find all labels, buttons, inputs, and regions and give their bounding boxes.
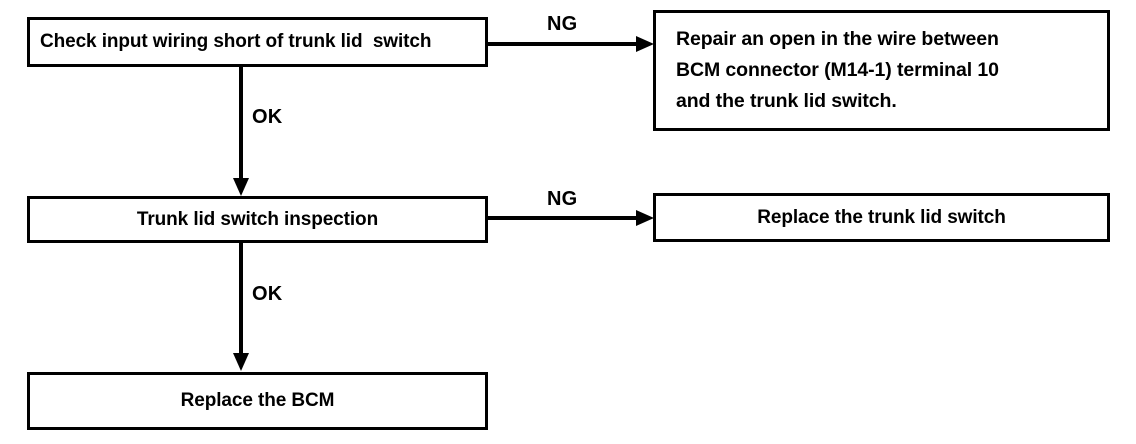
edge-ok-1-arrowhead — [233, 178, 249, 196]
edge-ng-2-arrowhead — [636, 210, 654, 226]
node-repair-open-wire-label: Repair an open in the wire between BCM c… — [676, 28, 999, 112]
edge-ok-2-arrowhead — [233, 353, 249, 371]
node-trunk-lid-switch-inspection-label: Trunk lid switch inspection — [136, 208, 379, 230]
node-replace-trunk-lid-switch-label: Replace the trunk lid switch — [757, 206, 1006, 228]
node-replace-trunk-lid-switch[interactable]: Replace the trunk lid switch — [653, 193, 1110, 242]
node-repair-open-wire[interactable]: Repair an open in the wire between BCM c… — [653, 10, 1110, 131]
node-check-input-wiring-label: Check input wiring short of trunk lid sw… — [40, 31, 432, 53]
node-replace-bcm-label: Replace the BCM — [180, 390, 335, 412]
edge-ng-1-line — [488, 42, 638, 46]
node-replace-bcm[interactable]: Replace the BCM — [27, 372, 488, 430]
edge-ok-2-line — [239, 243, 243, 355]
edge-ok-1-label: OK — [252, 106, 283, 128]
edge-ng-1-arrowhead — [636, 36, 654, 52]
edge-ng-2-label: NG — [547, 188, 578, 210]
node-trunk-lid-switch-inspection[interactable]: Trunk lid switch inspection — [27, 196, 488, 243]
edge-ng-1-label: NG — [547, 13, 578, 35]
edge-ng-2-line — [488, 216, 638, 220]
node-check-input-wiring[interactable]: Check input wiring short of trunk lid sw… — [27, 17, 488, 67]
edge-ok-1-line — [239, 67, 243, 181]
edge-ok-2-label: OK — [252, 283, 283, 305]
